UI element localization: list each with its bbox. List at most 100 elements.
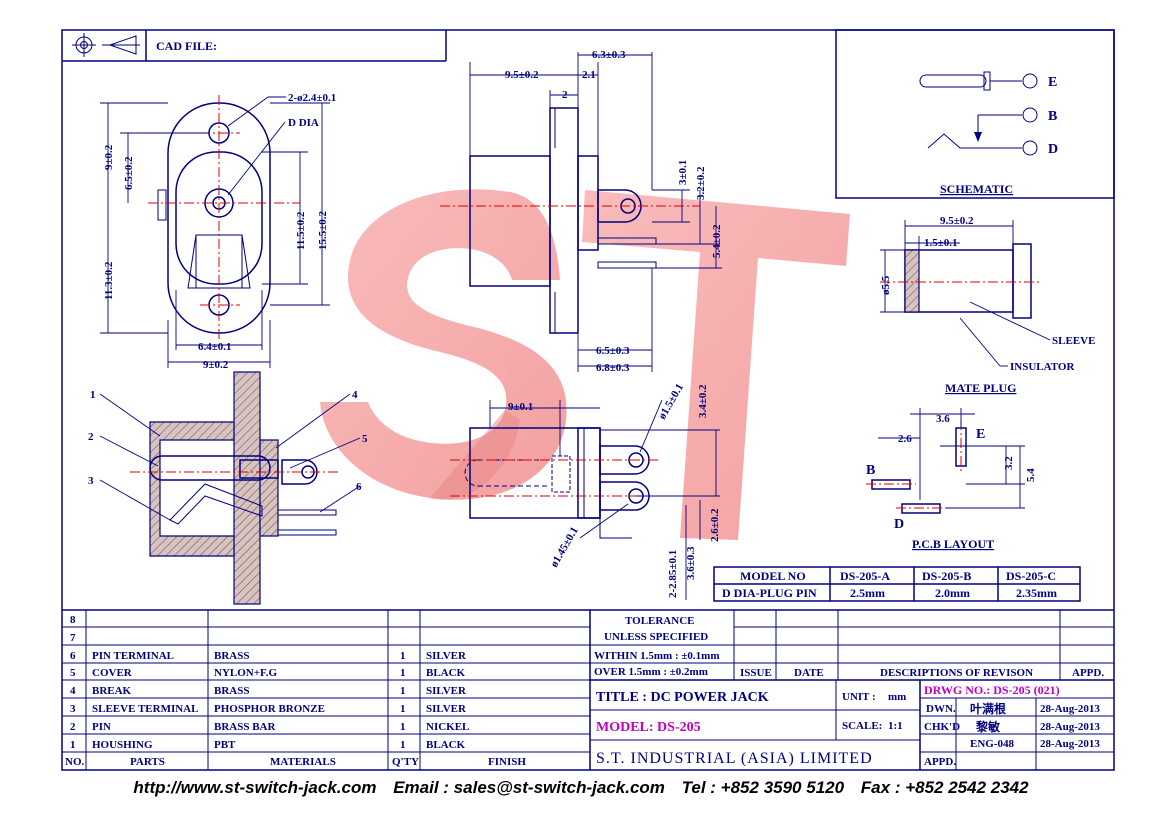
bom-no: 7 (70, 632, 76, 644)
appd-name: ENG-048 (970, 738, 1015, 750)
bom-no: 6 (70, 650, 76, 662)
bom-row: 5 COVER NYLON+F.G 1 BLACK (70, 667, 466, 679)
chkd-date: 28-Aug-2013 (1040, 721, 1100, 733)
callout-4: 4 (352, 389, 358, 401)
schematic-title: SCHEMATIC (940, 182, 1013, 196)
revision-issue-header: ISSUE (740, 667, 772, 679)
bom-part: HOUSHING (92, 739, 153, 751)
bottom-view: 9±0.1 ø1.5±0.1 3.4±0.2 ø1.45±0.1 2-2.85±… (450, 382, 721, 600)
mate-plug-title: MATE PLUG (945, 381, 1016, 395)
dim-bottom-v26: 2.6±0.2 (709, 508, 721, 542)
bom-material: BRASS (214, 685, 249, 697)
model-table-header-2: DS-205-B (922, 569, 971, 583)
bom-part: PIN TERMINAL (92, 650, 174, 662)
dim-side-w68: 6.8±0.3 (596, 362, 630, 374)
dim-bottom-d145: ø1.45±0.1 (548, 525, 581, 570)
tolerance-revision-block: TOLERANCE UNLESS SPECIFIED WITHIN 1.5mm … (590, 610, 1114, 681)
tolerance-line1: TOLERANCE (625, 615, 694, 627)
revision-appd-header: APPD. (1072, 667, 1104, 679)
bom-material: PHOSPHOR BRONZE (214, 703, 325, 715)
drawing-number: DRWG NO.: DS-205 (021) (924, 683, 1060, 697)
dim-side-v3: 3±0.1 (677, 160, 689, 185)
bom-header: PARTS (130, 756, 165, 768)
dim-front-holes: 2-ø2.4±0.1 (288, 92, 336, 104)
pcb-pin-d: D (894, 517, 904, 532)
dwn-name: 叶满根 (970, 701, 1006, 716)
callout-6: 6 (356, 481, 362, 493)
schematic-pin-b: B (1048, 109, 1057, 124)
dim-front-w9: 9±0.2 (203, 359, 229, 371)
schematic-pin-d: D (1048, 142, 1058, 157)
model-name: MODEL: DS-205 (596, 720, 701, 735)
pcb-layout-title: P.C.B LAYOUT (912, 537, 994, 551)
bom-part: BREAK (92, 685, 132, 697)
unit-label: UNIT : (842, 691, 876, 703)
model-table-header-1: DS-205-A (840, 569, 890, 583)
appd-label: APPD. (924, 756, 956, 768)
pcb-layout-view: 3.6 2.6 3.2 5.4 E B D P.C.B LAYOUT (866, 408, 1037, 551)
bom-qty: 1 (400, 721, 406, 733)
side-view: 9.5±0.2 6.3±0.3 2.1 2 3±0.1 3.2±0.2 5.4±… (440, 49, 723, 374)
unit-value: mm (888, 691, 906, 703)
dim-plug-w95: 9.5±0.2 (940, 215, 974, 227)
bom-header: NO. (65, 756, 85, 768)
model-table-cell-1: 2.5mm (850, 586, 885, 600)
bom-row: 1 HOUSHING PBT 1 BLACK (70, 739, 466, 751)
bom-qty: 1 (400, 685, 406, 697)
bom-qty: 1 (400, 739, 406, 751)
dim-side-w63: 6.3±0.3 (592, 49, 626, 61)
tolerance-line4: OVER 1.5mm : ±0.2mm (594, 666, 708, 678)
tel-text: Tel : +852 3590 5120 (681, 778, 845, 797)
bom-finish: SILVER (426, 703, 467, 715)
bom-row: 4 BREAK BRASS 1 SILVER (70, 685, 467, 697)
bom-header: Q'TY (392, 756, 419, 768)
dim-front-h9: 9±0.2 (103, 144, 115, 170)
bom-no: 3 (70, 703, 76, 715)
dim-side-v32: 3.2±0.2 (695, 166, 707, 200)
watermark-logo (320, 189, 850, 540)
dim-front-h113: 11.3±0.2 (103, 261, 115, 300)
bom-part: COVER (92, 667, 133, 679)
callout-2: 2 (88, 431, 94, 443)
schematic-panel: E B D SCHEMATIC (835, 29, 1115, 199)
tolerance-line2: UNLESS SPECIFIED (604, 631, 708, 643)
dim-side-w95: 9.5±0.2 (505, 69, 539, 81)
bom-material: BRASS (214, 650, 249, 662)
website-link[interactable]: http://www.st-switch-jack.com (133, 778, 377, 797)
callout-3: 3 (88, 475, 94, 487)
front-view: 9±0.2 6.5±0.2 11.3±0.2 11.5±0.2 15.5±0.2… (100, 92, 336, 371)
bom-header: FINISH (488, 756, 526, 768)
pcb-dim-32: 3.2 (1003, 456, 1015, 470)
dim-front-d-dia: D DIA (288, 117, 319, 129)
model-table-cell-3: 2.35mm (1016, 586, 1057, 600)
dim-front-h115: 11.5±0.2 (295, 211, 307, 250)
bom-header-row: NO. PARTS MATERIALS Q'TY FINISH (65, 756, 526, 768)
projection-symbol-icon (72, 33, 140, 57)
dim-bottom-w9: 9±0.1 (508, 401, 533, 413)
cad-header: CAD FILE: (62, 30, 447, 62)
bom-qty: 1 (400, 703, 406, 715)
dim-side-w21: 2.1 (582, 69, 596, 81)
dim-side-w2: 2 (562, 89, 568, 101)
mate-plug-view: 9.5±0.2 1.5±0.1 ø5.5 SLEEVE INSULATOR MA… (880, 215, 1095, 395)
bom-finish: BLACK (426, 667, 466, 679)
bom-part: PIN (92, 721, 111, 733)
contact-footer: http://www.st-switch-jack.com Email : sa… (0, 778, 1162, 808)
title-block: TITLE : DC POWER JACK UNIT : mm DRWG NO.… (590, 680, 1114, 770)
fax-text: Fax : +852 2542 2342 (860, 778, 1029, 797)
bom-material: PBT (214, 739, 236, 751)
model-table-cell-0: D DIA-PLUG PIN (722, 586, 817, 600)
drawing-title: TITLE : DC POWER JACK (596, 690, 769, 705)
dim-bottom-d15: ø1.5±0.1 (656, 382, 686, 422)
bom-material: BRASS BAR (214, 721, 276, 733)
email-text[interactable]: Email : sales@st-switch-jack.com (393, 778, 665, 797)
bom-material: NYLON+F.G (214, 667, 277, 679)
tolerance-line3: WITHIN 1.5mm : ±0.1mm (594, 650, 720, 662)
dim-front-h155: 15.5±0.2 (317, 210, 329, 250)
dwn-date: 28-Aug-2013 (1040, 703, 1100, 715)
callout-5: 5 (362, 433, 368, 445)
bom-row: 3 SLEEVE TERMINAL PHOSPHOR BRONZE 1 SILV… (70, 703, 467, 715)
chkd-label: CHK'D (924, 721, 960, 733)
dim-plug-d55: ø5.5 (880, 275, 892, 295)
